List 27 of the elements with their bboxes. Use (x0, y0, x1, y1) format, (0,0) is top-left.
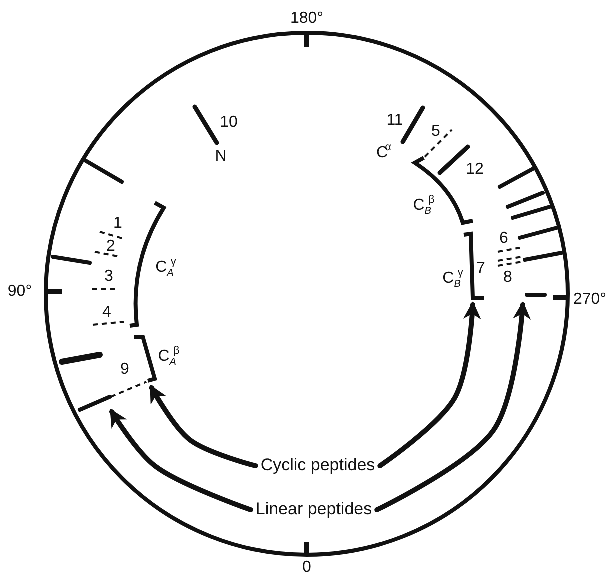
label-text: 2 (106, 239, 116, 255)
group-label: Linear peptides (254, 500, 374, 520)
dashed-line (110, 381, 147, 398)
label-text: 0 (302, 560, 312, 576)
solid-line (525, 293, 547, 297)
curved-arrow (374, 301, 531, 512)
group-label: Cyclic peptides (258, 456, 378, 476)
label-text: N (215, 149, 227, 165)
solid-line (78, 395, 112, 412)
range-bracket (464, 232, 484, 300)
label-text: 5 (432, 124, 440, 140)
range-bracket (134, 335, 158, 383)
label-text: 8 (504, 270, 512, 286)
label-text: 3 (104, 269, 114, 285)
curved-arrow (110, 408, 254, 512)
label-text: 12 (466, 162, 484, 178)
curved-arrow (378, 301, 482, 468)
label-text: 270° (573, 292, 607, 308)
label-text: 180° (290, 11, 324, 27)
curved-arrow (149, 384, 258, 468)
label-text: 7 (476, 261, 486, 277)
label-text: 90° (8, 284, 32, 300)
label-text: 6 (500, 231, 508, 247)
label-text: 4 (102, 305, 112, 321)
label-text: 1 (114, 216, 122, 232)
label-text: 11 (386, 113, 404, 129)
label-text: 10 (220, 115, 238, 131)
